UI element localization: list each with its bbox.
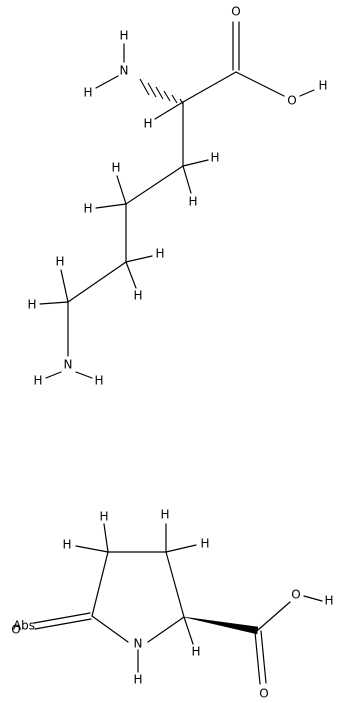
bond-ccarboxyl-o-double-2 bbox=[260, 630, 267, 684]
bond-c3-h-a bbox=[103, 523, 109, 553]
pyroglutamic-h-c4a: H bbox=[160, 508, 169, 522]
bond-c3-h-a bbox=[182, 159, 209, 167]
bond-c5-n bbox=[147, 616, 185, 643]
bond-c6-h-a bbox=[60, 269, 69, 303]
pyroglutamic-h-alpha: H bbox=[191, 645, 200, 659]
pyroglutamic-h-c3a: H bbox=[99, 510, 108, 524]
bond-n-c2 bbox=[91, 615, 129, 643]
lysine-h-c6a: H bbox=[55, 255, 64, 269]
pyroglutamic-acid-structure: H H H H O Abs N H H O H O bbox=[11, 508, 333, 701]
lysine-h-c3b: H bbox=[188, 195, 197, 209]
lysine-bonds bbox=[39, 21, 315, 379]
bond-c4-h-b bbox=[95, 203, 127, 209]
lysine-o-hydroxyl: O bbox=[287, 94, 296, 108]
lysine-n-alpha: N bbox=[120, 64, 129, 78]
bond-c2-o-double-2 bbox=[34, 618, 92, 630]
bond-c5-h-b bbox=[125, 261, 137, 289]
pyroglutamic-bonds bbox=[33, 523, 323, 685]
lysine-h-c5a: H bbox=[155, 247, 164, 261]
bond-c2-c3 bbox=[91, 551, 109, 617]
pyroglutamic-o-ring: O bbox=[11, 623, 20, 637]
pyroglutamic-bold-wedge bbox=[183, 616, 259, 635]
bond-o-h bbox=[299, 89, 315, 97]
lysine-hashed-wedge bbox=[139, 78, 184, 105]
bond-c4-c5 bbox=[165, 551, 185, 618]
lysine-h-c6b: H bbox=[27, 298, 36, 312]
bond-c4-h-b bbox=[165, 544, 197, 553]
lysine-labels: O O H H N H H H H H H H H H H H N H bbox=[27, 5, 327, 388]
bond-calpha-h bbox=[154, 101, 184, 120]
lysine-o-hydroxyl-h: H bbox=[318, 79, 327, 93]
lysine-n-eps-h-right: H bbox=[94, 374, 103, 388]
lysine-h-c5b: H bbox=[133, 289, 142, 303]
lysine-h-c3a: H bbox=[210, 151, 219, 165]
pyroglutamic-n-ring: N bbox=[134, 637, 143, 651]
bond-ccarboxyl-oh bbox=[257, 601, 291, 631]
bond-c3-c4 bbox=[125, 165, 184, 205]
lysine-h-c4b: H bbox=[83, 202, 92, 216]
bond-c3-h-b bbox=[182, 165, 192, 194]
bond-calpha-ccarboxyl bbox=[182, 71, 237, 103]
bond-c5-c6 bbox=[67, 261, 127, 303]
pyroglutamic-h-c4b: H bbox=[200, 537, 209, 551]
bond-neps-h-right bbox=[75, 371, 93, 379]
bond-c5-h-a bbox=[125, 255, 153, 263]
bond-o-h bbox=[303, 595, 323, 602]
bond-ccarboxyl-o-double-1 bbox=[254, 631, 261, 685]
bond-neps-h-left bbox=[45, 371, 62, 379]
pyroglutamic-n-ring-h: H bbox=[133, 673, 142, 687]
lysine-h-alpha: H bbox=[143, 117, 152, 131]
lysine-n-alpha-h-top: H bbox=[119, 29, 128, 43]
pyroglutamic-o-hydroxyl-h: H bbox=[324, 594, 333, 608]
bond-c5-h bbox=[183, 616, 194, 645]
lysine-h-c4a: H bbox=[111, 161, 120, 175]
bond-nalpha-h-left bbox=[95, 75, 119, 89]
bond-c3-h-b bbox=[75, 545, 109, 553]
lysine-n-eps: N bbox=[64, 358, 73, 372]
bond-c4-h-a bbox=[116, 175, 127, 205]
bond-c-oh bbox=[235, 71, 285, 97]
bond-c6-h-b bbox=[39, 301, 69, 305]
pyroglutamic-abs-tag: Abs bbox=[13, 619, 35, 633]
lysine-n-alpha-h-left: H bbox=[83, 86, 92, 100]
bond-c2-o-double-1 bbox=[33, 612, 91, 624]
pyroglutamic-o-hydroxyl: O bbox=[291, 588, 300, 602]
pyroglutamic-h-c3b: H bbox=[62, 538, 71, 552]
pyroglutamic-labels: H H H H O Abs N H H O H O bbox=[11, 508, 333, 701]
lysine-n-eps-h-left: H bbox=[33, 374, 42, 388]
pyroglutamic-o-carbonyl: O bbox=[259, 687, 268, 701]
lysine-o-carbonyl: O bbox=[231, 5, 240, 19]
lysine-structure: O O H H N H H H H H H H H H H H N H bbox=[27, 5, 327, 388]
